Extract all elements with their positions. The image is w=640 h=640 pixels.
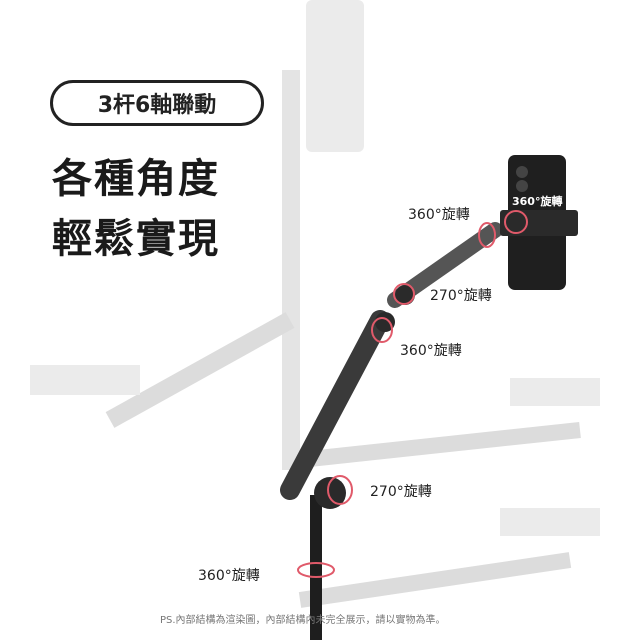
ghost-arm-positions [30,0,600,608]
headline-line-1: 各種角度 [52,156,220,202]
headline-line-2: 輕鬆實現 [52,216,220,262]
rotation-label-base: 270°旋轉 [370,484,432,500]
rotation-label-phone: 360°旋轉 [512,195,563,208]
footnote: PS.內部結構為渲染圖，內部結構內未完全展示，請以實物為準。 [160,615,446,626]
rotation-label-lower: 360°旋轉 [400,343,462,359]
rotation-label-top: 360°旋轉 [408,207,470,223]
feature-badge: 3杆6軸聯動 [50,80,264,126]
phone-clamp [500,210,578,236]
rotation-ring-icons [297,210,528,578]
lower-arm [280,310,390,500]
rotation-label-pole: 360°旋轉 [198,568,260,584]
base-joint [314,477,346,509]
stand-pole [310,495,322,640]
rotation-label-middle: 270°旋轉 [430,288,492,304]
